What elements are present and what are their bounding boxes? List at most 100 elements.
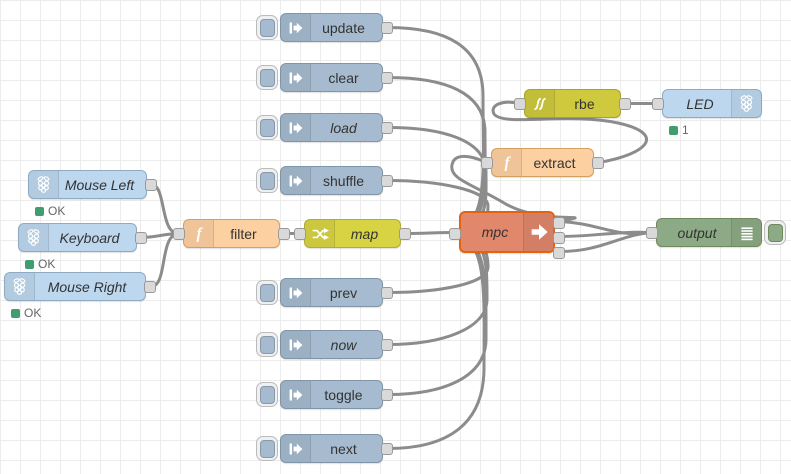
- node-inject-now[interactable]: now: [256, 330, 393, 359]
- status-dot-icon: [11, 308, 20, 318]
- node-inject-load[interactable]: load: [256, 113, 393, 142]
- wire[interactable]: [150, 183, 180, 235]
- output-port-3[interactable]: [553, 247, 565, 259]
- inject-button[interactable]: [256, 436, 278, 461]
- node-map[interactable]: map: [294, 219, 411, 248]
- swap-arrows-icon: [305, 220, 335, 247]
- inject-arrow-icon: [281, 435, 311, 462]
- inject-arrow-icon: [281, 114, 311, 141]
- output-port[interactable]: [592, 157, 604, 169]
- node-rbe[interactable]: rbe: [514, 89, 631, 118]
- inject-button[interactable]: [256, 168, 278, 193]
- inject-arrow-icon: [281, 14, 311, 41]
- status-dot-icon: [669, 125, 678, 135]
- node-label: LED: [686, 95, 714, 112]
- inject-arrow-icon: [281, 64, 311, 91]
- node-mpc[interactable]: mpc: [449, 211, 565, 259]
- node-function-filter[interactable]: f filter: [173, 219, 290, 248]
- node-inject-update[interactable]: update: [256, 13, 393, 42]
- wire[interactable]: [450, 154, 577, 223]
- output-port[interactable]: [381, 389, 393, 401]
- inject-button[interactable]: [256, 382, 278, 407]
- output-port[interactable]: [381, 443, 393, 455]
- inject-button[interactable]: [256, 280, 278, 305]
- inject-button[interactable]: [256, 115, 278, 140]
- node-inject-toggle[interactable]: toggle: [256, 380, 393, 409]
- wire[interactable]: [404, 231, 456, 235]
- raspberry-pi-icon: [731, 90, 761, 117]
- status-dot-icon: [25, 259, 34, 269]
- wire[interactable]: [491, 100, 648, 164]
- node-label: now: [330, 336, 357, 353]
- output-port[interactable]: [381, 287, 393, 299]
- output-port[interactable]: [399, 228, 411, 240]
- wire[interactable]: [558, 230, 652, 238]
- input-port[interactable]: [449, 228, 461, 240]
- node-label: filter: [230, 225, 257, 242]
- status-badge: 1: [669, 123, 689, 137]
- inject-arrow-icon: [281, 279, 311, 306]
- function-f-icon: f: [184, 220, 214, 247]
- node-label: Keyboard: [59, 229, 120, 246]
- output-port-2[interactable]: [553, 232, 565, 244]
- output-port[interactable]: [381, 175, 393, 187]
- node-debug-output[interactable]: output: [646, 218, 786, 247]
- debug-toggle-button[interactable]: [764, 220, 786, 245]
- node-label: shuffle: [323, 172, 364, 189]
- inject-button[interactable]: [256, 332, 278, 357]
- node-label: mpc: [481, 224, 509, 240]
- node-mouse-right[interactable]: Mouse Right OK: [4, 272, 156, 320]
- status-badge: OK: [25, 257, 55, 271]
- node-label: load: [330, 119, 357, 136]
- status-badge: OK: [11, 306, 41, 320]
- node-label: map: [350, 225, 379, 242]
- wire[interactable]: [386, 76, 487, 233]
- input-port[interactable]: [481, 157, 493, 169]
- svg-text:f: f: [504, 154, 511, 171]
- output-port-1[interactable]: [553, 217, 565, 229]
- inject-button[interactable]: [256, 15, 278, 40]
- output-port[interactable]: [381, 122, 393, 134]
- output-port[interactable]: [135, 232, 147, 244]
- raspberry-pi-icon: [5, 273, 35, 300]
- node-led[interactable]: LED 1: [652, 89, 762, 137]
- node-inject-clear[interactable]: clear: [256, 63, 393, 92]
- node-label: clear: [328, 69, 359, 86]
- node-label: toggle: [324, 386, 363, 403]
- node-mouse-left[interactable]: Mouse Left OK: [28, 170, 157, 218]
- node-label: output: [677, 224, 717, 241]
- input-port[interactable]: [294, 228, 306, 240]
- output-port[interactable]: [145, 179, 157, 191]
- wire[interactable]: [558, 231, 652, 253]
- inject-arrow-icon: [281, 381, 311, 408]
- output-port[interactable]: [381, 339, 393, 351]
- node-inject-next[interactable]: next: [256, 434, 393, 463]
- function-f-icon: f: [492, 149, 522, 176]
- wire[interactable]: [149, 232, 180, 288]
- node-label: extract: [533, 154, 576, 171]
- node-keyboard[interactable]: Keyboard OK: [18, 223, 147, 271]
- node-inject-prev[interactable]: prev: [256, 278, 393, 307]
- play-arrow-icon: [523, 213, 553, 251]
- output-port[interactable]: [278, 228, 290, 240]
- input-port[interactable]: [514, 98, 526, 110]
- wire[interactable]: [386, 231, 488, 396]
- node-label: next: [330, 440, 357, 457]
- output-port[interactable]: [619, 98, 631, 110]
- input-port[interactable]: [173, 228, 185, 240]
- input-port[interactable]: [652, 98, 664, 110]
- node-label: update: [322, 19, 365, 36]
- status-dot-icon: [35, 206, 44, 216]
- wire[interactable]: [386, 26, 485, 233]
- node-label: Mouse Right: [47, 278, 127, 295]
- output-port[interactable]: [381, 72, 393, 84]
- output-port[interactable]: [144, 281, 156, 293]
- node-inject-shuffle[interactable]: shuffle: [256, 166, 393, 195]
- inject-button[interactable]: [256, 65, 278, 90]
- svg-text:f: f: [196, 225, 203, 242]
- input-port[interactable]: [646, 227, 658, 239]
- output-port[interactable]: [381, 22, 393, 34]
- hysteresis-icon: [525, 90, 555, 117]
- node-function-extract[interactable]: f extract: [481, 148, 604, 177]
